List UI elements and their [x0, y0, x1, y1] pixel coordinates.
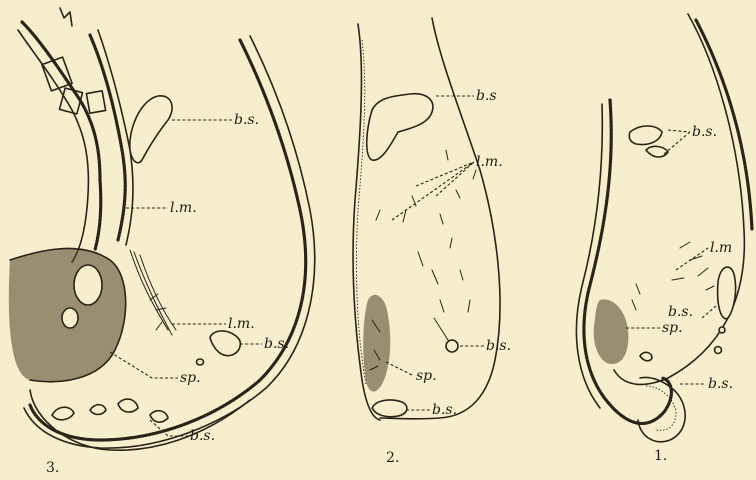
figure-3-label-bs-middle: b.s. — [264, 336, 289, 352]
figure-2-label-sp: sp. — [416, 368, 437, 384]
figure-2-number: 2. — [386, 450, 399, 466]
figure-2-blood-sinus-top — [367, 94, 433, 161]
figure-3-number: 3. — [46, 460, 59, 476]
figure-2-label-bs-middle: b.s. — [486, 338, 511, 354]
figure-2-blood-sinus-bottom — [372, 400, 407, 417]
label-leaders — [110, 96, 716, 436]
figure-1-blood-sinus-top — [629, 126, 662, 145]
figure-3-label-lm-bottom: l.m. — [228, 316, 255, 332]
figure-3-label-sp: sp. — [180, 370, 201, 386]
figure-3-section — [9, 8, 315, 450]
figure-3-blood-sinus-middle — [210, 331, 240, 356]
figure-3-outer-wall — [22, 22, 101, 250]
figure-1-label-lm: l.m — [710, 240, 732, 256]
figure-3-blood-sinus-top — [130, 96, 172, 163]
figure-1-blood-sinus-bottom — [638, 378, 685, 442]
figure-2-label-bs-bottom: b.s. — [432, 402, 457, 418]
figure-2-label-lm: l.m. — [476, 154, 503, 170]
figure-2-section — [353, 18, 500, 420]
figure-1-blood-sinus-middle — [718, 267, 736, 319]
figure-1-label-bs-bottom: b.s. — [708, 376, 733, 392]
figure-3-label-lm-top: l.m. — [170, 200, 197, 216]
figure-1-label-bs-top: b.s. — [692, 124, 717, 140]
figure-2-blood-sinus-middle — [446, 340, 458, 352]
figure-3-label-bs-top: b.s. — [234, 112, 259, 128]
figure-1-label-sp: sp. — [662, 320, 683, 336]
figure-1-label-bs-middle: b.s. — [668, 304, 693, 320]
figure-2-label-bs-top: b.s — [476, 88, 497, 104]
figure-3-label-bs-bottom: b.s. — [190, 428, 215, 444]
figure-2-right-wall — [380, 18, 500, 419]
figure-1-number: 1. — [654, 448, 667, 464]
